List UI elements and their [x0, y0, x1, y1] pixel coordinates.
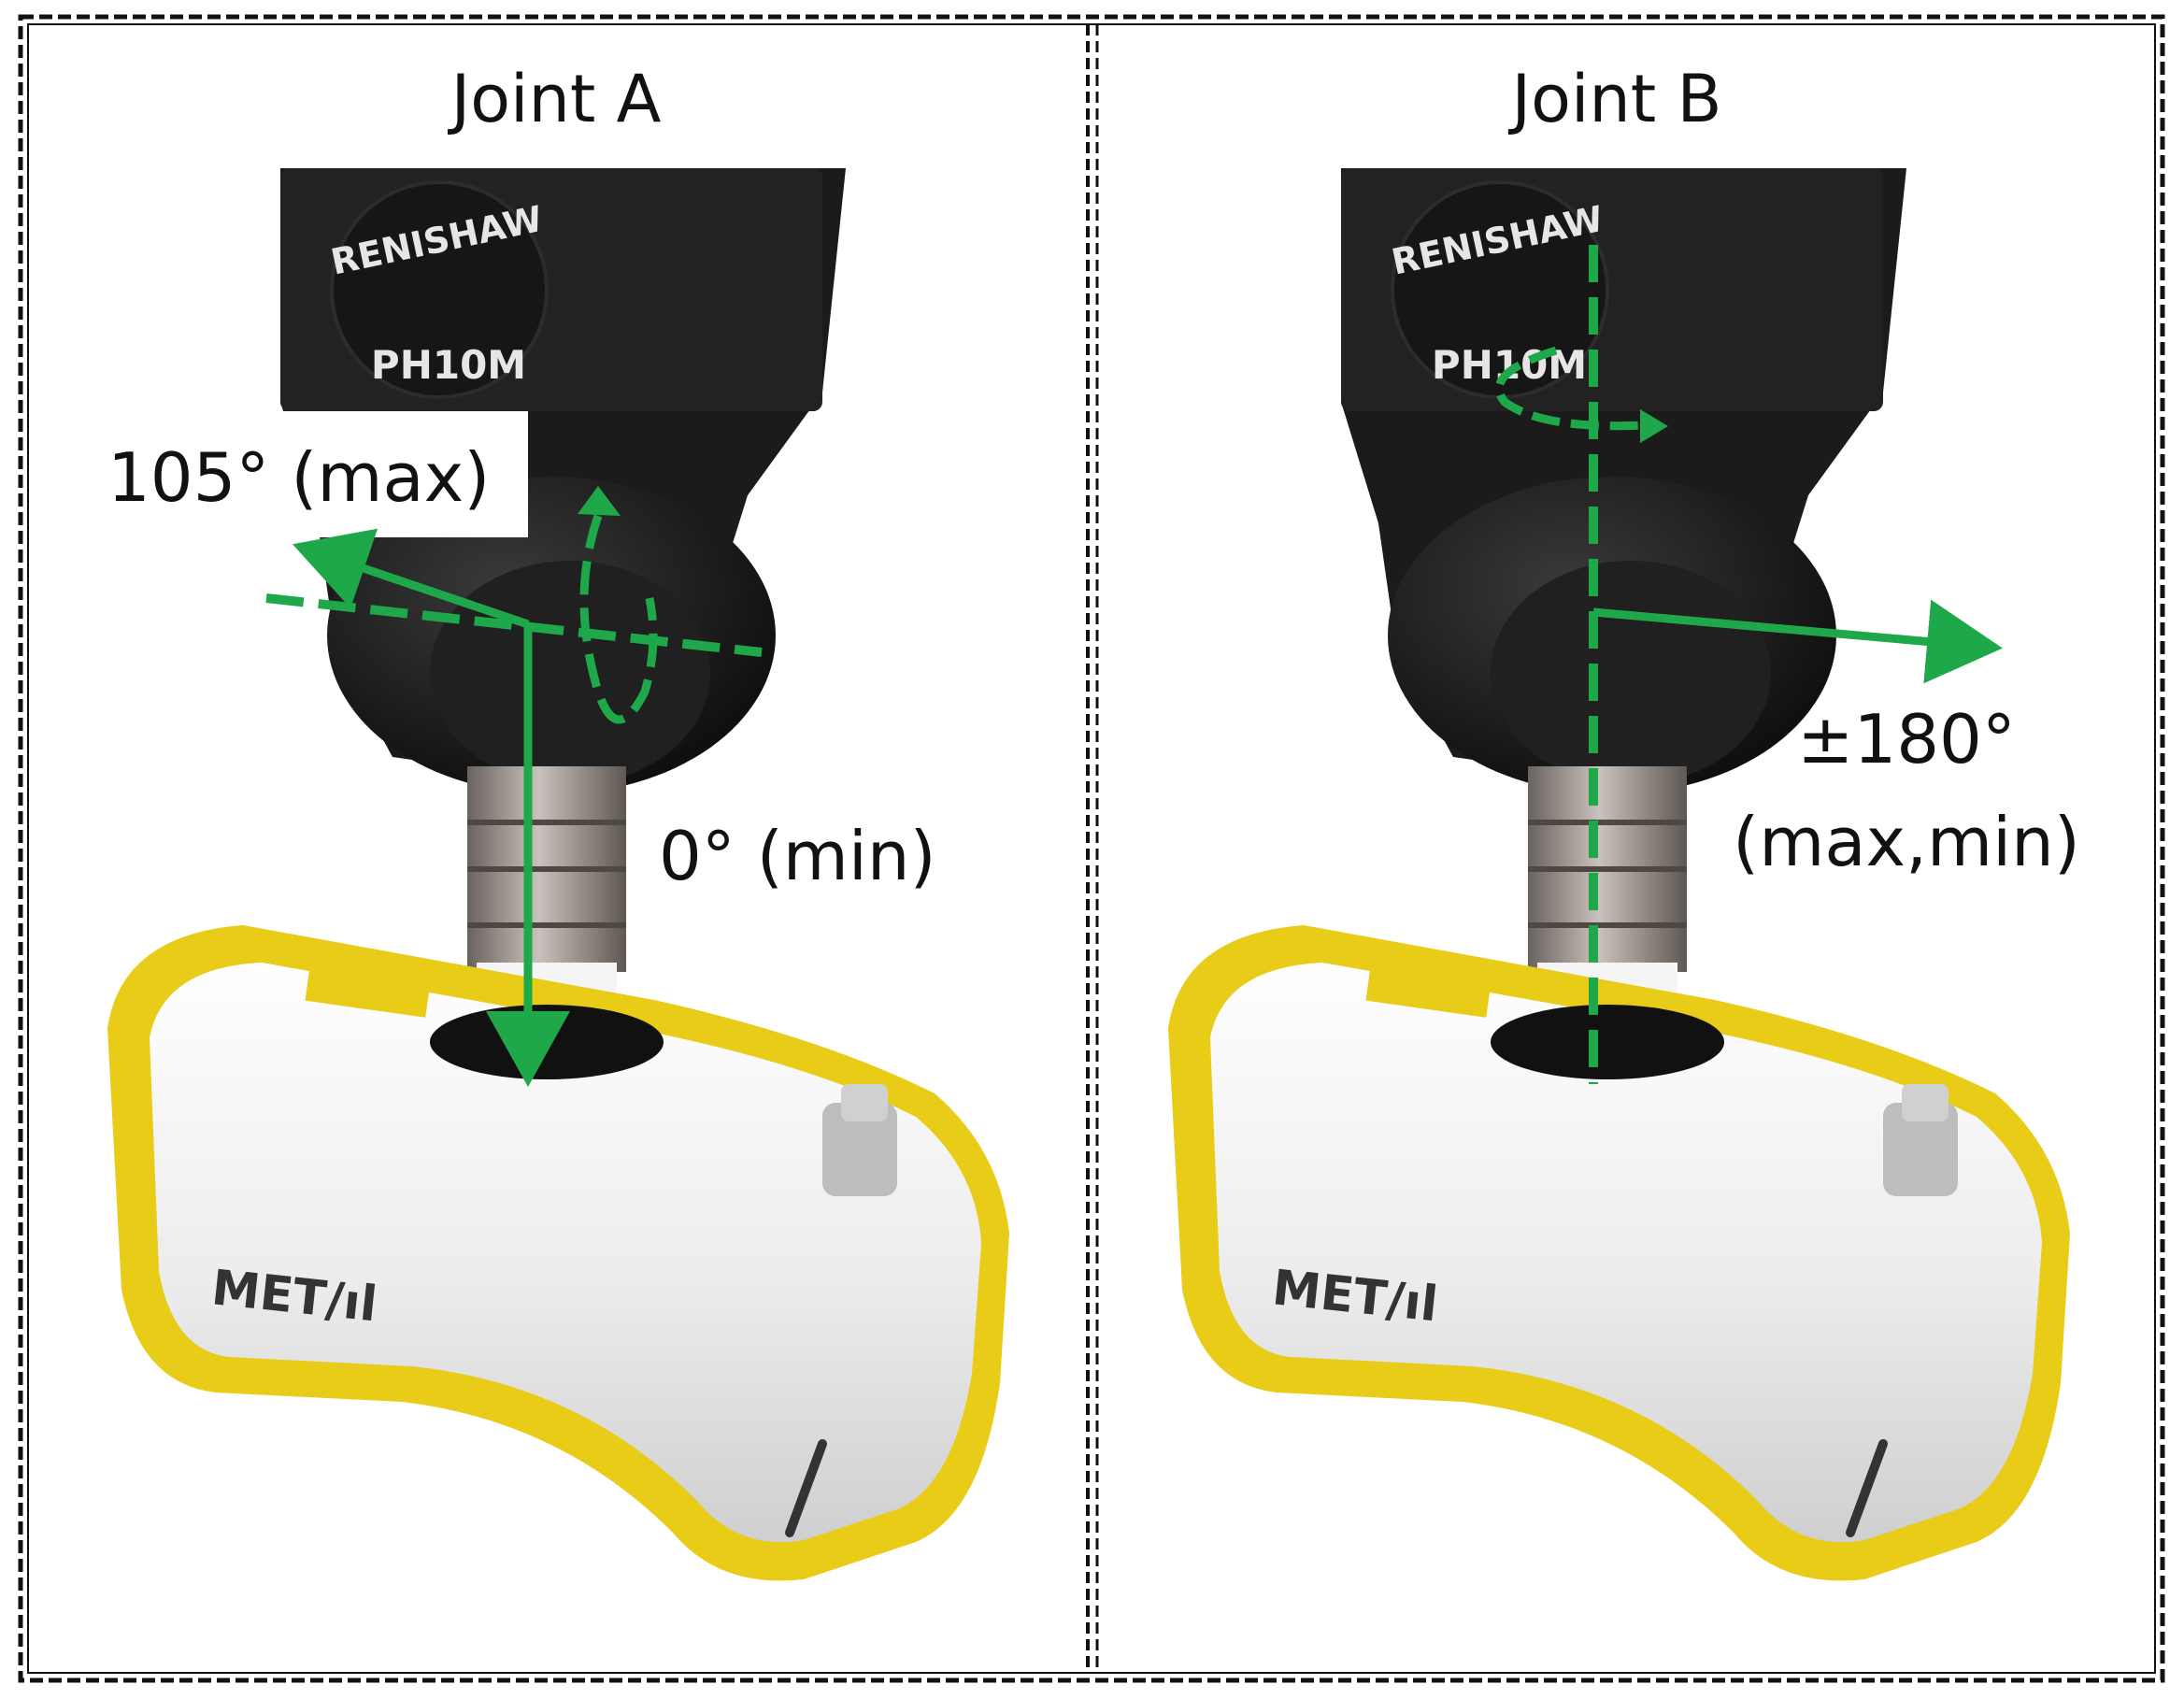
arrow-b-horizontal — [1592, 599, 2003, 684]
annotations-joint-a — [65, 411, 972, 1087]
panel-joint-a: RENISHAW PH10M MET/ıl — [107, 168, 1009, 1581]
svg-text:PH10M: PH10M — [371, 342, 526, 388]
label-joint-b-range: ±180° — [1797, 700, 2016, 778]
svg-text:PH10M: PH10M — [1432, 342, 1587, 388]
label-joint-b-range-note: (max,min) — [1733, 803, 2080, 881]
panel-title-joint-a: Joint A — [450, 61, 662, 137]
panel-title-joint-b: Joint B — [1511, 61, 1722, 137]
label-joint-a-min: 0° (min) — [659, 817, 936, 895]
rotation-arrow-b — [1494, 346, 1646, 431]
label-joint-a-max: 105° (max) — [107, 438, 491, 517]
outer-border — [18, 14, 2165, 1683]
rotation-arrow-a — [579, 514, 658, 724]
annotations-joint-b — [1494, 245, 2003, 1084]
arrow-a-max — [292, 528, 530, 629]
panel-joint-b: RENISHAW PH10M MET/ıl — [1168, 168, 2070, 1581]
